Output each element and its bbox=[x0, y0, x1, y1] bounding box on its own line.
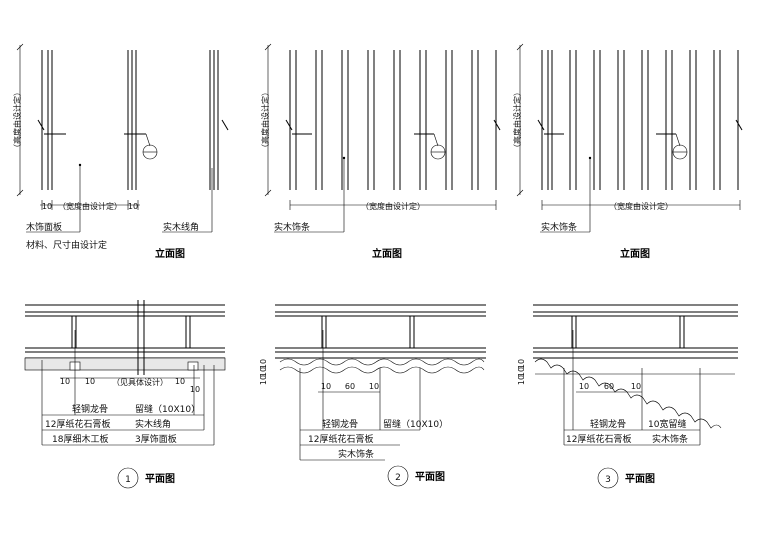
plan-marker-2 bbox=[387, 465, 409, 487]
svg-text:10: 10 bbox=[517, 375, 526, 385]
plan-title-1: 平面图 bbox=[145, 473, 175, 485]
svg-text:12厚纸花石膏板: 12厚纸花石膏板 bbox=[308, 433, 373, 445]
svg-text:10: 10 bbox=[175, 377, 185, 386]
svg-text:10宽留缝: 10宽留缝 bbox=[648, 418, 686, 430]
svg-text:3厚饰面板: 3厚饰面板 bbox=[135, 433, 177, 445]
label-corner: 实木线角 bbox=[163, 221, 199, 233]
svg-text:10: 10 bbox=[190, 385, 200, 394]
svg-text:实木饰条: 实木饰条 bbox=[652, 433, 688, 445]
svg-text:1: 1 bbox=[125, 475, 131, 485]
svg-text:10: 10 bbox=[579, 382, 589, 391]
svg-text:10: 10 bbox=[259, 359, 268, 369]
plan-marker-3 bbox=[597, 467, 619, 489]
svg-text:10: 10 bbox=[517, 367, 526, 377]
svg-text:12厚纸花石膏板: 12厚纸花石膏板 bbox=[566, 433, 631, 445]
svg-text:实木线角: 实木线角 bbox=[135, 418, 171, 430]
svg-text:10: 10 bbox=[631, 382, 641, 391]
svg-text:（高度由设计定）: （高度由设计定） bbox=[260, 88, 270, 152]
svg-text:（宽度由设计定）: （宽度由设计定） bbox=[609, 201, 673, 211]
svg-text:留缝（10X10）: 留缝（10X10） bbox=[135, 403, 200, 415]
svg-text:轻钢龙骨: 轻钢龙骨 bbox=[322, 418, 358, 430]
svg-text:3: 3 bbox=[605, 475, 611, 485]
plan-3: 10 10 10 10 60 10 轻钢龙骨 10宽留缝 12厚纸花石膏板 实木… bbox=[517, 304, 738, 489]
svg-text:60: 60 bbox=[345, 382, 355, 391]
svg-text:10: 10 bbox=[517, 359, 526, 369]
svg-text:60: 60 bbox=[604, 382, 614, 391]
elevation-title-1: 立面图 bbox=[155, 247, 185, 260]
plan-2: 10 10 10 10 60 10 轻钢龙骨 留缝（10X10） 12厚纸花石膏… bbox=[259, 304, 486, 487]
svg-text:10: 10 bbox=[259, 375, 268, 385]
svg-text:18厚细木工板: 18厚细木工板 bbox=[52, 433, 108, 445]
svg-text:10: 10 bbox=[259, 367, 268, 377]
plan-marker-1 bbox=[117, 467, 139, 489]
svg-text:10: 10 bbox=[85, 377, 95, 386]
label-panel: 木饰面板 bbox=[26, 221, 62, 233]
svg-text:10: 10 bbox=[60, 377, 70, 386]
svg-text:2: 2 bbox=[395, 473, 401, 483]
plan-1: 10 10 （见具体设计） 10 10 轻钢龙骨 留缝（10X10） 12厚纸花… bbox=[24, 300, 226, 489]
svg-text:（高度由设计定）: （高度由设计定） bbox=[512, 88, 522, 152]
svg-text:12厚纸花石膏板: 12厚纸花石膏板 bbox=[45, 418, 110, 430]
elevation-1: （高度由设计定） 10 （宽度由设计定） 10 木饰面板 材料、尺寸由设计定 实… bbox=[12, 43, 229, 260]
svg-text:轻钢龙骨: 轻钢龙骨 bbox=[72, 403, 108, 415]
plan-title-2: 平面图 bbox=[415, 471, 445, 483]
label-strip-2: 实木饰条 bbox=[274, 221, 310, 233]
svg-text:实木饰条: 实木饰条 bbox=[338, 448, 374, 460]
dim-detail: （见具体设计） bbox=[112, 377, 168, 387]
svg-text:10: 10 bbox=[128, 202, 138, 211]
svg-text:10: 10 bbox=[42, 202, 52, 211]
label-strip-3: 实木饰条 bbox=[541, 221, 577, 233]
svg-text:10: 10 bbox=[369, 382, 379, 391]
plan-title-3: 平面图 bbox=[625, 473, 655, 485]
elevation-2: （高度由设计定） （宽度由设计定） 实木饰条 立面图 bbox=[260, 43, 501, 260]
elevation-title-3: 立面图 bbox=[620, 247, 650, 260]
height-note: （高度由设计定） bbox=[12, 88, 22, 152]
svg-text:轻钢龙骨: 轻钢龙骨 bbox=[590, 418, 626, 430]
svg-text:（宽度由设计定）: （宽度由设计定） bbox=[361, 201, 425, 211]
elevation-3: （高度由设计定） （宽度由设计定） 实木饰条 立面图 bbox=[512, 43, 743, 260]
width-note: （宽度由设计定） bbox=[58, 201, 122, 211]
svg-text:10: 10 bbox=[321, 382, 331, 391]
svg-text:留缝（10X10）: 留缝（10X10） bbox=[383, 418, 448, 430]
elevation-title-2: 立面图 bbox=[372, 247, 402, 260]
label-material: 材料、尺寸由设计定 bbox=[26, 239, 107, 251]
